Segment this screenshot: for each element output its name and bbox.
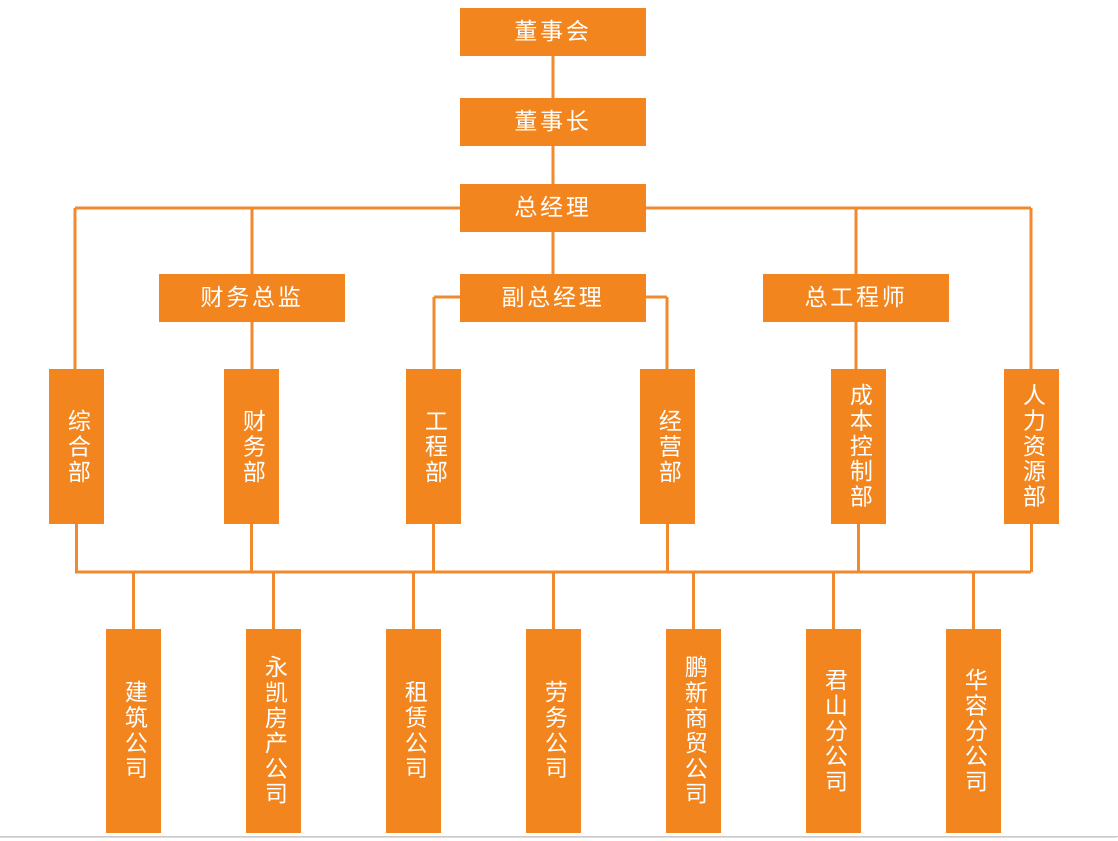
subsidiary-junshan-branch[interactable]: 君山分公司: [806, 629, 861, 833]
subsidiary-label: 建筑公司: [121, 680, 148, 782]
node-finance-director[interactable]: 财务总监: [159, 274, 345, 322]
node-general-manager[interactable]: 总经理: [460, 184, 646, 232]
node-finance-director-label: 财务总监: [200, 284, 304, 311]
department-cost-control[interactable]: 成本控制部: [831, 369, 886, 524]
node-chairman-label: 董事长: [514, 108, 592, 135]
node-deputy-general-manager-label: 副总经理: [501, 284, 605, 311]
node-chairman[interactable]: 董事长: [460, 98, 646, 146]
subsidiary-leasing[interactable]: 租赁公司: [386, 629, 441, 833]
node-general-manager-label: 总经理: [514, 194, 592, 221]
department-operations[interactable]: 经营部: [640, 369, 695, 524]
department-label: 经营部: [655, 408, 682, 485]
page-bottom-edge: [0, 837, 1117, 841]
department-general-affairs[interactable]: 综合部: [49, 369, 104, 524]
subsidiary-label: 永凯房产公司: [261, 655, 288, 807]
department-label: 财务部: [239, 408, 266, 485]
department-finance[interactable]: 财务部: [224, 369, 279, 524]
subsidiary-label: 鹏新商贸公司: [681, 655, 708, 807]
node-chief-engineer-label: 总工程师: [804, 284, 908, 311]
subsidiary-huarong-branch[interactable]: 华容分公司: [946, 629, 1001, 833]
subsidiary-label: 劳务公司: [541, 680, 568, 782]
node-deputy-general-manager[interactable]: 副总经理: [460, 274, 646, 322]
node-chief-engineer[interactable]: 总工程师: [763, 274, 949, 322]
subsidiary-labor-service[interactable]: 劳务公司: [526, 629, 581, 833]
subsidiary-label: 租赁公司: [401, 680, 428, 782]
node-board-label: 董事会: [514, 18, 592, 45]
subsidiary-label: 华容分公司: [961, 667, 988, 795]
subsidiary-yongkai-real-estate[interactable]: 永凯房产公司: [246, 629, 301, 833]
department-label: 人力资源部: [1019, 383, 1046, 510]
node-board[interactable]: 董事会: [460, 8, 646, 56]
department-label: 成本控制部: [846, 383, 873, 510]
page-bottom-rule: [0, 836, 1118, 837]
department-label: 综合部: [64, 408, 91, 485]
department-human-resources[interactable]: 人力资源部: [1004, 369, 1059, 524]
department-engineering[interactable]: 工程部: [406, 369, 461, 524]
subsidiary-construction[interactable]: 建筑公司: [106, 629, 161, 833]
department-label: 工程部: [421, 408, 448, 485]
subsidiary-label: 君山分公司: [821, 667, 848, 795]
subsidiary-pengxin-trading[interactable]: 鹏新商贸公司: [666, 629, 721, 833]
